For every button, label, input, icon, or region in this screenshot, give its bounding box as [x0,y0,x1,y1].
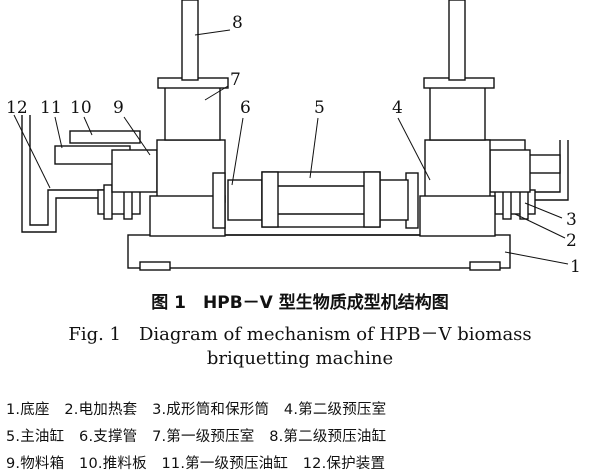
forming-cylinder-right [494,189,536,215]
callout-12: 12 [6,98,28,118]
callout-6: 6 [240,98,251,118]
secondary-chamber-right [424,139,491,203]
support-tube-left [212,172,226,229]
callout-4: 4 [392,98,403,118]
callout-8: 8 [232,13,243,33]
secondary-cylinder-left [181,0,199,81]
legend-row-3: 9.物料箱 10.推料板 11.第一级预压油缸 12.保护装置 [6,456,386,472]
callout-1: 1 [570,257,581,277]
material-box-right [489,149,531,193]
main-oil-cylinder [261,171,381,228]
secondary-cylinder-right [448,0,466,81]
protection-device-left [29,115,115,226]
callout-3: 3 [566,210,577,230]
base-foot-right [469,261,501,271]
material-box-left [111,149,158,193]
figure-title-en-line2: briquetting machine [206,348,394,369]
base [127,234,511,269]
callout-10: 10 [70,98,92,118]
legend-row-1: 1.底座 2.电加热套 3.成形筒和保形筒 4.第二级预压室 [6,402,387,418]
pusher-plate-left [69,130,141,144]
callout-2: 2 [566,231,577,251]
callout-9: 9 [113,98,124,118]
figure-title-zh: 图 1 HPB－V 型生物质成型机结构图 [151,293,449,313]
callout-11: 11 [40,98,62,118]
legend-row-2: 5.主油缸 6.支撑管 7.第一级预压室 8.第二级预压油缸 [6,429,387,445]
figure-title-en-line1: Fig. 1 Diagram of mechanism of HPB－V bio… [68,324,532,345]
base-foot-left [139,261,171,271]
callout-5: 5 [314,98,325,118]
callout-7: 7 [230,70,241,90]
